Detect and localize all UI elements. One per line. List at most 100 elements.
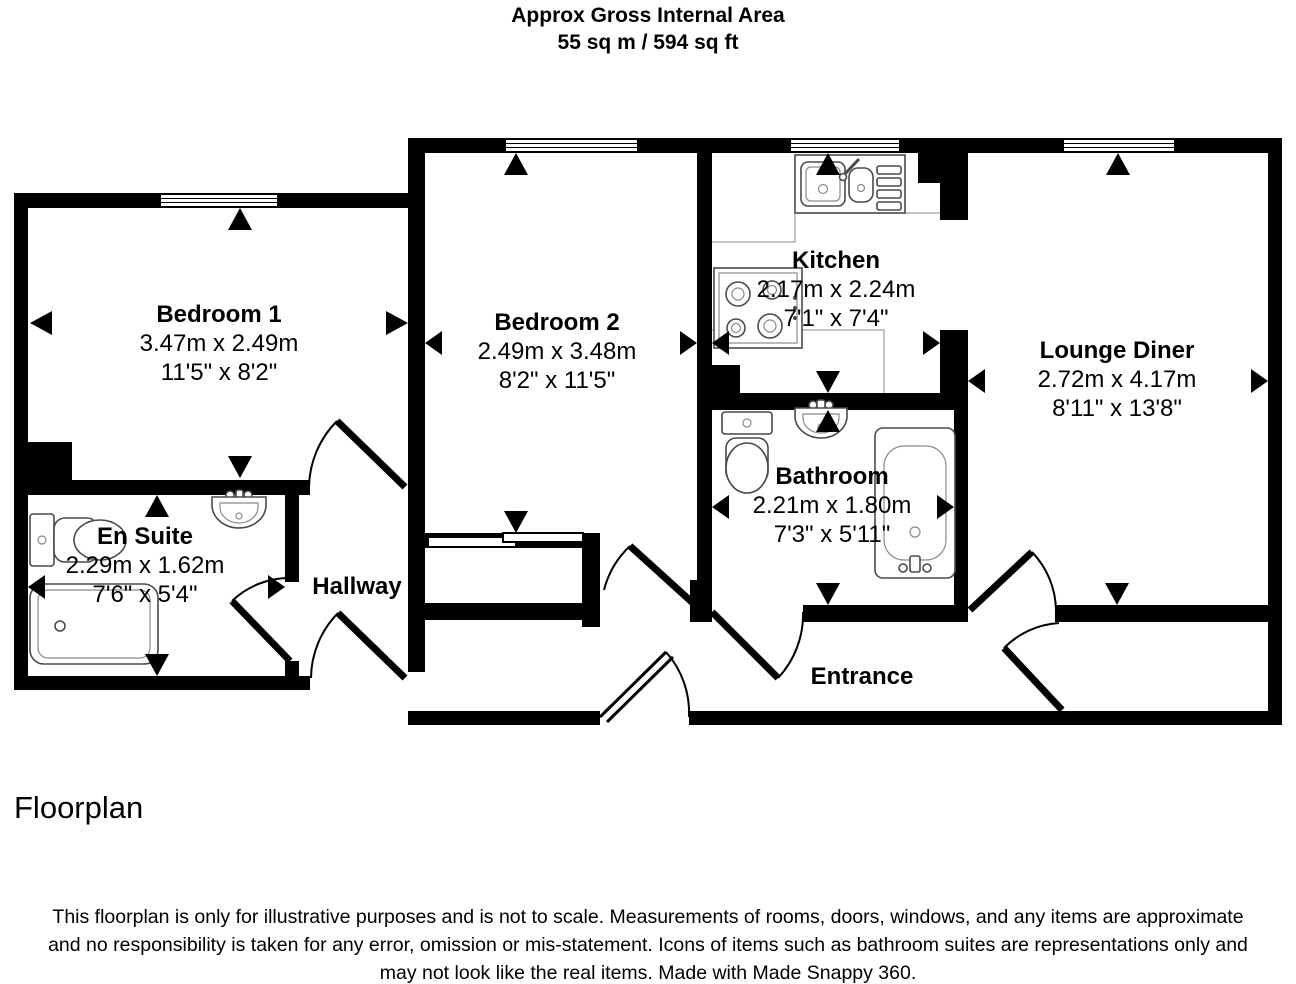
bathroom-bath-icon — [874, 427, 956, 579]
wall-segment — [697, 153, 712, 393]
bedroom1-window — [159, 193, 279, 208]
measure-arrow-icon — [425, 331, 442, 355]
wall-segment — [803, 605, 968, 622]
measure-arrow-icon — [268, 575, 285, 599]
measure-arrows — [28, 153, 1268, 676]
kitchen-imperial: 7'1" x 7'4" — [783, 305, 889, 332]
measure-arrow-icon — [504, 153, 528, 175]
bedroom2-imperial: 8'2" x 11'5" — [498, 367, 616, 394]
measure-arrow-icon — [28, 575, 45, 599]
hallway-name: Hallway — [312, 573, 402, 600]
kitchen-metric: 2.17m x 2.24m — [756, 276, 916, 303]
bedroom2-metric: 2.49m x 3.48m — [477, 338, 637, 365]
wall-segment — [14, 193, 28, 690]
bedroom2-window — [504, 138, 639, 153]
lounge-diner-label: Lounge Diner 2.72m x 4.17m 8'11" x 13'8" — [1038, 336, 1197, 423]
measure-arrow-icon — [145, 654, 169, 676]
bathroom-toilet-icon — [721, 411, 773, 494]
wall-segment — [425, 603, 585, 620]
wall-segment — [940, 330, 968, 393]
wall-segment — [697, 410, 712, 622]
measure-arrow-icon — [816, 371, 840, 393]
kitchen-name: Kitchen — [791, 247, 880, 274]
lounge-window — [1062, 138, 1176, 153]
lounge-diner-name: Lounge Diner — [1039, 337, 1195, 364]
measure-arrow-icon — [937, 495, 954, 519]
lounge-door-upper — [967, 549, 1057, 613]
measure-arrow-icon — [712, 495, 729, 519]
wall-segment — [285, 495, 299, 582]
wall-segment — [954, 410, 968, 606]
bathroom-door — [709, 609, 805, 681]
wall-segment — [28, 442, 72, 482]
measure-arrow-icon — [816, 583, 840, 605]
measure-arrow-icon — [968, 369, 985, 393]
bedroom1-imperial: 11'5" x 8'2" — [160, 359, 278, 386]
bedroom1-name: Bedroom 1 — [156, 301, 282, 328]
measure-arrow-icon — [145, 495, 169, 517]
en-suite-imperial: 7'6" x 5'4" — [92, 581, 198, 608]
wall-segment — [408, 138, 425, 672]
disclaimer-text: This floorplan is only for illustrative … — [48, 906, 1248, 984]
wall-segment — [690, 580, 712, 622]
ensuite-door — [229, 576, 293, 664]
title-line1: Approx Gross Internal Area — [511, 4, 785, 27]
bedroom2-door — [603, 543, 697, 607]
doors — [229, 418, 1065, 724]
measure-arrow-icon — [30, 311, 52, 335]
wall-segment — [1055, 605, 1268, 622]
measure-arrow-icon — [228, 456, 252, 478]
measure-arrow-icon — [1105, 583, 1129, 605]
measure-arrow-icon — [923, 331, 940, 355]
measure-arrow-icon — [1251, 369, 1268, 393]
wall-segment — [940, 153, 968, 220]
bathroom-label: Bathroom 2.21m x 1.80m 7'3" x 5'11" — [753, 462, 912, 549]
lounge-diner-metric: 2.72m x 4.17m — [1037, 366, 1197, 393]
kitchen-sink-icon — [794, 154, 906, 214]
entrance-name: Entrance — [810, 663, 914, 690]
measure-arrow-icon — [816, 153, 840, 175]
bedroom2-label: Bedroom 2 2.49m x 3.48m 8'2" x 11'5" — [478, 308, 637, 395]
wall-segment — [712, 365, 740, 393]
bedroom2-wardrobe — [427, 532, 584, 548]
entrance-label: Entrance — [811, 662, 914, 691]
measure-arrow-icon — [504, 511, 528, 533]
lounge-door-lower — [1001, 622, 1065, 713]
wall-segment — [408, 711, 600, 725]
measure-arrow-icon — [816, 410, 840, 432]
hallway-door — [310, 610, 408, 681]
windows — [159, 138, 1176, 548]
kitchen-window — [789, 138, 901, 153]
wall-segment — [285, 661, 299, 676]
walls — [14, 138, 1282, 725]
en-suite-name: En Suite — [96, 523, 193, 550]
wall-segment — [582, 533, 600, 627]
measure-arrow-icon — [712, 331, 729, 355]
ensuite-basin-icon — [211, 489, 267, 529]
kitchen-label: Kitchen 2.17m x 2.24m 7'1" x 7'4" — [757, 246, 916, 333]
wall-segment — [28, 480, 310, 495]
en-suite-label: En Suite 2.29m x 1.62m 7'6" x 5'4" — [66, 522, 225, 609]
measure-arrow-icon — [228, 208, 252, 230]
wall-segment — [14, 676, 310, 690]
bedroom1-metric: 3.47m x 2.49m — [139, 330, 299, 357]
measure-arrow-icon — [386, 311, 408, 335]
wall-segment — [689, 711, 1282, 725]
en-suite-metric: 2.29m x 1.62m — [65, 552, 225, 579]
bathroom-name: Bathroom — [775, 463, 889, 490]
wall-segment — [918, 153, 940, 183]
wall-segment — [1268, 138, 1282, 725]
front-entrance-door — [598, 650, 691, 724]
floorplan-caption: Floorplan — [14, 790, 144, 825]
title-block: Approx Gross Internal Area 55 sq m / 594… — [0, 2, 1296, 56]
wall-segment — [697, 393, 968, 410]
bathroom-imperial: 7'3" x 5'11" — [773, 521, 891, 548]
bedroom2-name: Bedroom 2 — [494, 309, 620, 336]
lounge-diner-imperial: 8'11" x 13'8" — [1052, 395, 1182, 422]
hallway-label: Hallway — [312, 572, 401, 601]
ensuite-toilet-icon — [29, 513, 127, 567]
bathroom-metric: 2.21m x 1.80m — [752, 492, 912, 519]
ensuite-shower-icon — [29, 583, 159, 665]
